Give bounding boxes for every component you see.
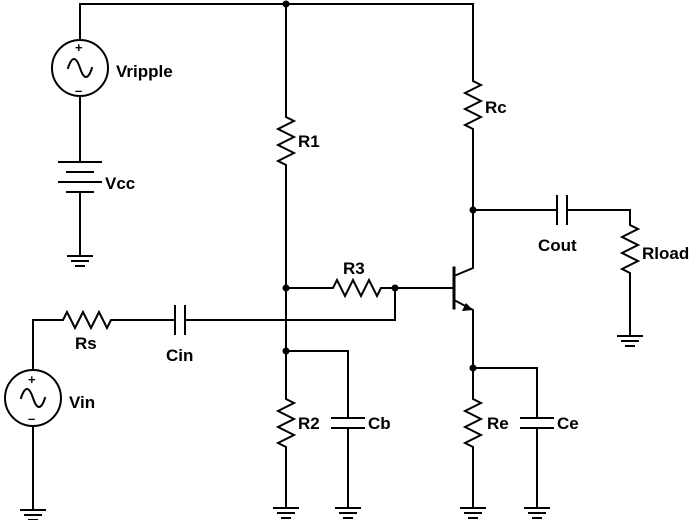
vin-source: + – Vin [4,319,95,511]
npn-transistor [452,266,477,372]
r1-label: R1 [298,132,320,151]
vin-minus-sign: – [28,411,35,426]
cout-capacitor: Cout [469,195,631,255]
vin-label: Vin [69,393,95,412]
vcc-top-rail [79,0,474,8]
r3-label: R3 [343,259,365,278]
r3-resistor: R3 [282,259,455,299]
cin-capacitor: Cin [166,287,396,365]
ground-icon [335,507,361,519]
ground-icon [273,507,299,519]
ground-icon [67,255,93,267]
rload-resistor: Rload [619,209,689,337]
vcc-battery: Vcc [58,95,135,257]
ce-capacitor: Ce [472,367,579,509]
ce-label: Ce [557,414,579,433]
vin-plus-sign: + [28,372,36,387]
vcc-label: Vcc [105,174,135,193]
rs-label: Rs [75,334,97,353]
rc-resistor: Rc [452,3,507,278]
vripple-minus-sign: – [75,83,82,98]
vripple-plus-sign: + [75,40,83,55]
cin-label: Cin [166,346,193,365]
cb-label: Cb [368,414,391,433]
cout-label: Cout [538,236,577,255]
ground-icon [524,507,550,519]
cb-capacitor: Cb [285,350,391,509]
r2-resistor: R2 [275,287,320,509]
rc-label: Rc [485,98,507,117]
ground-icon [20,509,46,520]
rload-label: Rload [642,244,689,263]
vripple-label: Vripple [116,62,173,81]
r1-resistor: R1 [275,3,320,289]
ground-icon [460,507,486,519]
vripple-source: + – Vripple [51,3,173,98]
re-resistor: Re [462,367,509,509]
re-label: Re [487,414,509,433]
rs-resistor: Rs [32,309,176,353]
r2-label: R2 [298,414,320,433]
ground-icon [617,335,643,347]
